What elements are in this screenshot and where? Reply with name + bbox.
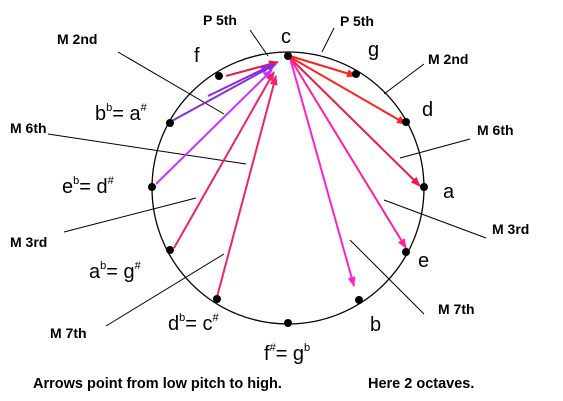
dot-fs-gb — [284, 319, 292, 327]
interval-m7-left: M 7th — [50, 325, 87, 341]
note-eb-ds: eb= d# — [62, 175, 115, 198]
interval-labels: P 5th P 5th M 2nd M 2nd M 6th M 6th M 3r… — [10, 12, 529, 341]
leader-m3-left — [63, 197, 197, 233]
interval-m2-right: M 2nd — [428, 51, 468, 67]
note-c: c — [281, 26, 291, 48]
dot-b — [355, 296, 363, 304]
note-bb-as: bb= a# — [95, 102, 148, 125]
interval-m6-left: M 6th — [10, 120, 47, 136]
note-b: b — [370, 314, 381, 336]
interval-arrows — [155, 55, 421, 298]
leader-m6-left — [47, 133, 247, 165]
dot-a — [420, 183, 428, 191]
arrow-c-to-g — [289, 55, 357, 78]
dot-e — [402, 248, 410, 256]
dot-f — [215, 72, 223, 80]
interval-m7-right: M 7th — [438, 301, 475, 317]
arrow-db-to-c — [216, 75, 278, 298]
caption-arrows-direction: Arrows point from low pitch to high. — [33, 376, 282, 392]
interval-m3-right: M 3rd — [492, 221, 529, 237]
leader-m7-left — [105, 253, 225, 327]
interval-p5-right: P 5th — [340, 13, 374, 29]
circle-outline — [151, 51, 425, 325]
pitch-dots — [148, 52, 428, 327]
leader-m2-left — [117, 51, 225, 115]
caption-octaves: Here 2 octaves. — [368, 376, 474, 392]
note-d: d — [422, 99, 433, 121]
leader-m3-right — [383, 199, 487, 239]
arrow-c-to-b — [289, 57, 356, 287]
interval-p5-left: P 5th — [203, 12, 237, 28]
arrow-c-to-e — [289, 57, 407, 249]
leader-m7-right — [349, 239, 425, 315]
arrow-eb-to-c — [155, 69, 273, 185]
interval-leader-lines — [47, 27, 487, 327]
dot-c — [284, 52, 292, 60]
note-fs-gb: f#= gb — [264, 342, 310, 365]
dot-ab-gs — [166, 246, 174, 254]
dot-bb-as — [166, 119, 174, 127]
dot-eb-ds — [148, 183, 156, 191]
leader-p5-left — [249, 29, 269, 57]
dot-g — [352, 70, 360, 78]
arrow-ab-to-c — [173, 71, 275, 249]
note-labels: c g d a e b f f#= gb db= c# ab= g# eb= d… — [62, 26, 455, 365]
arrow-bb-to-c-upper — [207, 65, 271, 97]
dot-d — [402, 118, 410, 126]
leader-p5-right — [321, 27, 335, 53]
note-a: a — [443, 181, 455, 203]
leader-m6-right — [399, 138, 471, 159]
arrow-c-to-a — [289, 57, 421, 187]
interval-m6-right: M 6th — [477, 122, 514, 138]
interval-m3-left: M 3rd — [10, 234, 47, 250]
interval-m2-left: M 2nd — [57, 31, 97, 47]
note-e: e — [418, 250, 429, 272]
arrow-c-to-d — [289, 56, 407, 125]
leader-m2-right — [383, 63, 425, 95]
note-f: f — [194, 45, 200, 67]
note-ab-gs: ab= g# — [89, 260, 142, 283]
arrow-bb-to-c — [169, 63, 277, 123]
note-g: g — [368, 39, 379, 61]
dot-db-cs — [213, 295, 221, 303]
note-db-cs: db= c# — [168, 312, 220, 335]
